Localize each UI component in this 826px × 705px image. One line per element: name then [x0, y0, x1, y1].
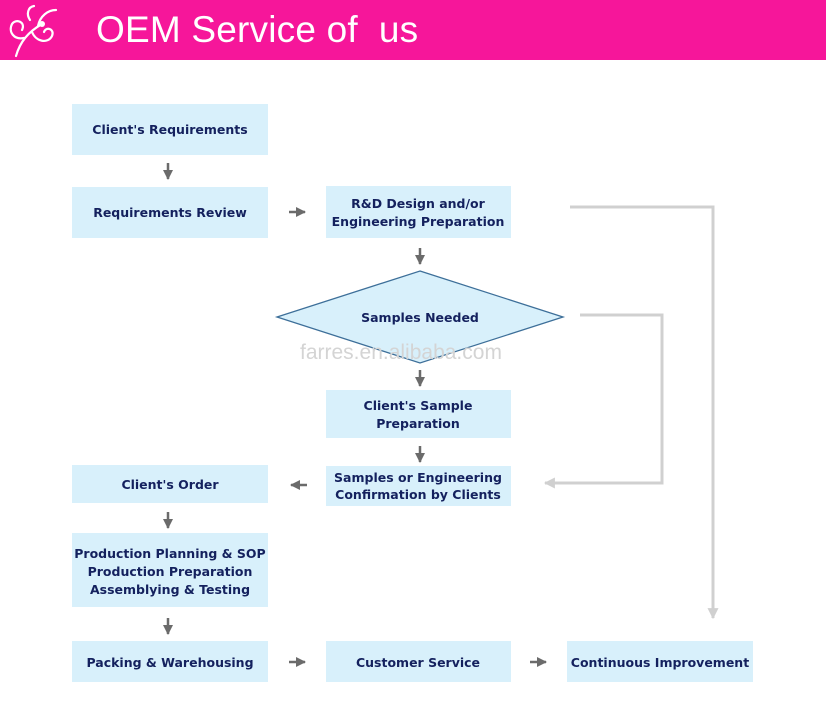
- node-clients-requirements-label: Client's Requirements: [92, 122, 247, 137]
- node-samples-confirmation-label-line1: Samples or Engineering: [334, 470, 502, 485]
- flow-arrows: [163, 163, 547, 667]
- watermark: farres.en.alibaba.com: [300, 341, 502, 364]
- node-packing-warehousing: Packing & Warehousing: [72, 641, 268, 682]
- node-samples-needed: Samples Needed: [274, 270, 566, 364]
- node-rd-design: R&D Design and/or Engineering Preparatio…: [326, 186, 511, 238]
- node-production-planning-label-line2: Production Preparation: [88, 564, 253, 579]
- node-packing-warehousing-label: Packing & Warehousing: [86, 655, 253, 670]
- header-banner: OEM Service of us: [0, 0, 826, 60]
- flow-nodes: Client's Requirements Requirements Revie…: [72, 104, 753, 682]
- node-client-sample-preparation: Client's Sample Preparation: [326, 390, 511, 438]
- connector-no-samples: [543, 313, 664, 489]
- node-client-sample-preparation-label-line2: Preparation: [376, 416, 460, 431]
- node-clients-requirements: Client's Requirements: [72, 104, 268, 155]
- node-requirements-review-label: Requirements Review: [93, 205, 247, 220]
- node-continuous-improvement: Continuous Improvement: [567, 641, 753, 682]
- node-clients-order: Client's Order: [72, 465, 268, 503]
- node-clients-order-label: Client's Order: [121, 477, 219, 492]
- feedback-connectors: [543, 205, 719, 620]
- node-continuous-improvement-label: Continuous Improvement: [571, 655, 749, 670]
- node-customer-service-label: Customer Service: [356, 655, 480, 670]
- node-customer-service: Customer Service: [326, 641, 511, 682]
- node-client-sample-preparation-label-line1: Client's Sample: [364, 398, 473, 413]
- node-rd-design-label-line2: Engineering Preparation: [332, 214, 505, 229]
- node-samples-needed-label: Samples Needed: [361, 310, 479, 325]
- node-production-planning-label-line1: Production Planning & SOP: [74, 546, 265, 561]
- node-production-planning: Production Planning & SOP Production Pre…: [72, 533, 268, 607]
- node-samples-confirmation-label-line2: Confirmation by Clients: [335, 487, 501, 502]
- node-production-planning-label-line3: Assemblying & Testing: [90, 582, 250, 597]
- flower-swirl-icon: [9, 4, 58, 58]
- node-rd-design-label-line1: R&D Design and/or: [351, 196, 485, 211]
- page-title: OEM Service of us: [96, 9, 419, 50]
- node-samples-confirmation: Samples or Engineering Confirmation by C…: [326, 466, 511, 506]
- connector-improvement-loop: [570, 205, 719, 620]
- node-requirements-review: Requirements Review: [72, 187, 268, 238]
